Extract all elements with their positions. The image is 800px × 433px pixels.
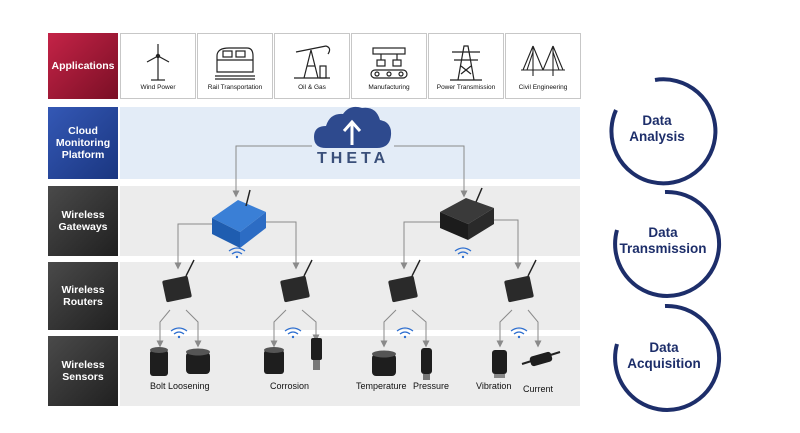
- sensor-label-corrosion: Corrosion: [270, 381, 310, 391]
- stage-label-acquisition: Data Acquisition: [627, 340, 701, 371]
- routers-label-text: Wireless Routers: [61, 284, 105, 308]
- app-label: Manufacturing: [368, 84, 410, 91]
- gateways-row-background: [120, 186, 580, 256]
- sensor-label-pressure: Pressure: [413, 381, 450, 391]
- app-label: Wind Power: [140, 84, 176, 91]
- app-oil-gas: Oil & Gas: [274, 33, 350, 99]
- app-label: Civil Engineering: [518, 84, 568, 91]
- stage-label-transmission: Data Transmission: [619, 225, 707, 256]
- row-label-cloud: Cloud Monitoring Platform: [48, 107, 118, 179]
- theta-brand-text: THETA: [317, 150, 390, 167]
- applications-label-text: Applications: [51, 60, 115, 72]
- router-sensor-connectors: [156, 309, 542, 348]
- sensor-label-current: Current: [523, 384, 554, 394]
- row-label-routers: Wireless Routers: [48, 262, 118, 330]
- gateway-router-connectors: [174, 219, 522, 270]
- power-tower-icon: [450, 45, 482, 81]
- wifi-icon: [228, 247, 246, 259]
- train-icon: [215, 47, 255, 80]
- corrosion-sensor-device: [264, 347, 284, 374]
- bolt-sensor-device: [186, 348, 210, 374]
- stage-label-analysis: Data Analysis: [629, 113, 685, 144]
- row-label-applications: Applications: [48, 33, 118, 99]
- gateway-device-blue: [212, 189, 266, 248]
- app-label: Power Transmission: [436, 84, 496, 91]
- app-manufacturing: Manufacturing: [351, 33, 427, 99]
- pressure-sensor-device: [421, 348, 432, 380]
- gateway-device-black: [440, 187, 494, 240]
- router-device: [388, 259, 421, 303]
- oil-pump-icon: [294, 45, 331, 79]
- app-rail-transportation: Rail Transportation: [197, 33, 273, 99]
- stage-circle-acquisition: [613, 303, 722, 412]
- bridge-icon: [521, 45, 565, 76]
- wifi-icon: [454, 247, 472, 259]
- wifi-icon: [170, 327, 188, 339]
- cloud-icon: [314, 106, 392, 148]
- sensor-label-bolt-loosening: Bolt Loosening: [150, 381, 210, 391]
- row-label-sensors: Wireless Sensors: [48, 336, 118, 406]
- router-device: [162, 259, 195, 303]
- wifi-icon: [284, 327, 302, 339]
- sensors-label-text: Wireless Sensors: [61, 359, 105, 383]
- sensor-label-vibration: Vibration: [476, 381, 512, 391]
- router-device: [280, 259, 313, 303]
- stage-circle-transmission: [613, 189, 722, 298]
- bolt-sensor-device: [150, 347, 168, 376]
- factory-conveyor-icon: [370, 47, 408, 79]
- app-label: Rail Transportation: [207, 84, 263, 91]
- wifi-icon: [510, 327, 528, 339]
- wind-turbine-icon: [146, 44, 170, 81]
- temperature-sensor-device: [372, 350, 396, 376]
- app-civil-engineering: Civil Engineering: [505, 33, 581, 99]
- app-power-transmission: Power Transmission: [428, 33, 504, 99]
- vibration-sensor-device: [492, 350, 507, 378]
- corrosion-probe-device: [311, 338, 322, 370]
- cloud-label-text: Cloud Monitoring Platform: [55, 125, 111, 161]
- current-sensor-device: [521, 351, 561, 367]
- row-label-gateways: Wireless Gateways: [48, 186, 118, 256]
- gateways-label-text: Wireless Gateways: [58, 209, 108, 233]
- router-device: [504, 259, 537, 303]
- app-label: Oil & Gas: [298, 84, 326, 91]
- cloud-gateway-connectors: [232, 145, 468, 198]
- wifi-icon: [396, 327, 414, 339]
- app-wind-power: Wind Power: [120, 33, 196, 99]
- stage-circle-analysis: [609, 77, 718, 186]
- sensor-label-temperature: Temperature: [356, 381, 407, 391]
